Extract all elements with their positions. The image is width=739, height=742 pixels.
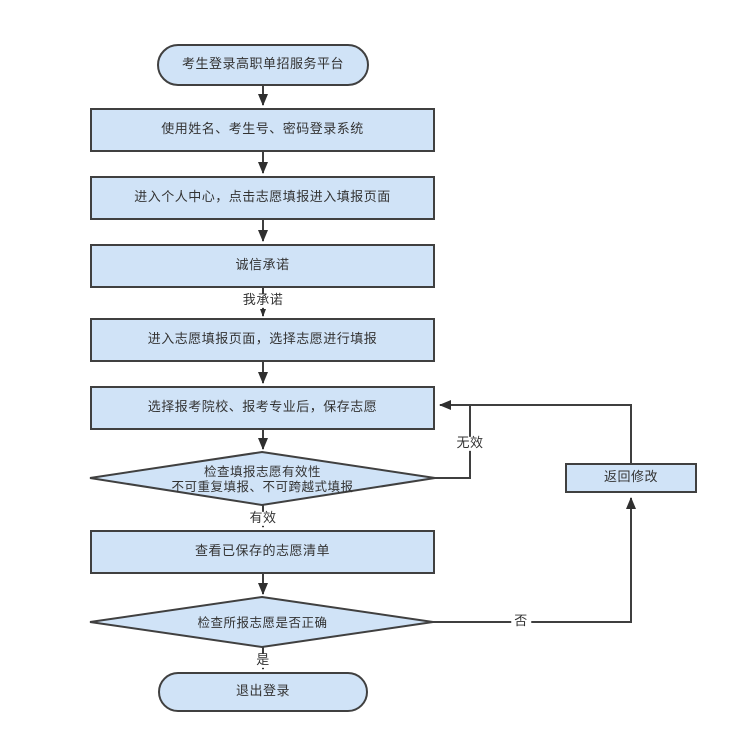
node-view-saved-list-label: 查看已保存的志愿清单 [194,544,330,560]
edge-label-no: 否 [511,614,531,630]
node-integrity-pledge-step: 诚信承诺 [90,244,435,288]
node-integrity-pledge-label: 诚信承诺 [235,258,290,274]
decision-check-correct-label: 检查所报志愿是否正确 [197,614,328,630]
node-end-terminal: 退出登录 [158,672,368,712]
node-login-step: 使用姓名、考生号、密码登录系统 [90,108,435,152]
edge-label-yes: 是 [253,653,273,669]
node-select-and-save-label: 选择报考院校、报考专业后，保存志愿 [147,400,378,416]
node-end-label: 退出登录 [235,684,290,700]
edge-label-invalid: 无效 [453,436,487,452]
node-select-and-save-step: 选择报考院校、报考专业后，保存志愿 [90,386,435,430]
node-personal-center-step: 进入个人中心，点击志愿填报进入填报页面 [90,176,435,220]
edge-return-to-select [439,400,632,463]
node-start-terminal: 考生登录高职单招服务平台 [157,44,369,86]
edge-label-promise: 我承诺 [239,293,287,309]
node-enter-fill-page-step: 进入志愿填报页面，选择志愿进行填报 [90,318,435,362]
node-start-label: 考生登录高职单招服务平台 [181,57,344,73]
node-return-modify-step: 返回修改 [565,463,697,493]
node-enter-fill-page-label: 进入志愿填报页面，选择志愿进行填报 [147,332,378,348]
decision-check-validity-line2: 不可重复填报、不可跨越式填报 [171,478,354,494]
decision-check-validity-line1: 检查填报志愿有效性 [203,463,321,479]
edge-label-valid: 有效 [246,511,280,527]
decision-check-correct-shape [89,595,434,649]
decision-check-validity-text: 检查填报志愿有效性 不可重复填报、不可跨越式填报 [90,452,435,505]
edge-no-branch [433,497,636,623]
node-personal-center-label: 进入个人中心，点击志愿填报进入填报页面 [134,190,391,206]
decision-check-correct-text: 检查所报志愿是否正确 [90,597,435,647]
node-login-label: 使用姓名、考生号、密码登录系统 [161,122,364,138]
node-return-modify-label: 返回修改 [603,470,658,486]
node-view-saved-list-step: 查看已保存的志愿清单 [90,530,435,574]
decision-check-validity-shape [89,450,436,507]
